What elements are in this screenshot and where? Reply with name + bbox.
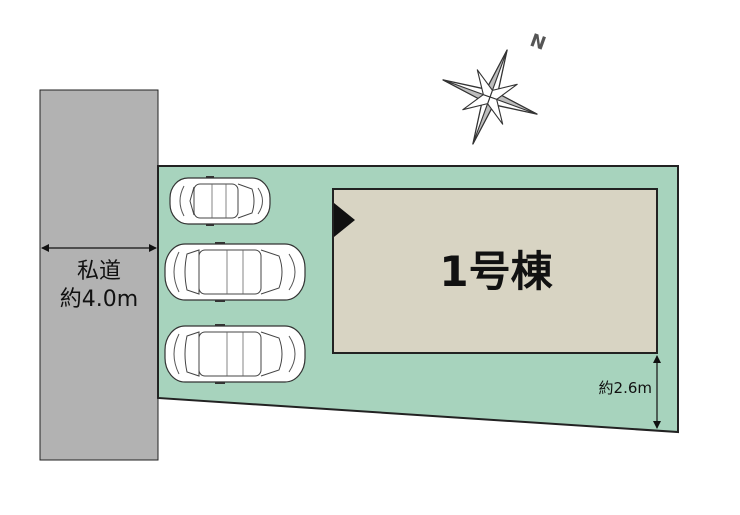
road-name-label: 私道 — [77, 259, 121, 284]
building-footprint — [332, 188, 658, 354]
north-label: N — [527, 30, 548, 55]
setback-label: 約2.6m — [599, 379, 652, 397]
entrance-triangle-icon — [334, 203, 355, 237]
building-label: 1号棟 — [439, 247, 553, 296]
parked-car-sedan-bottom — [164, 324, 306, 384]
parked-car-compact — [169, 176, 271, 226]
compass-rose-icon — [442, 49, 538, 145]
parked-car-sedan-middle — [164, 242, 306, 302]
road-width-label: 約4.0m — [60, 287, 138, 312]
private-road — [39, 89, 159, 461]
